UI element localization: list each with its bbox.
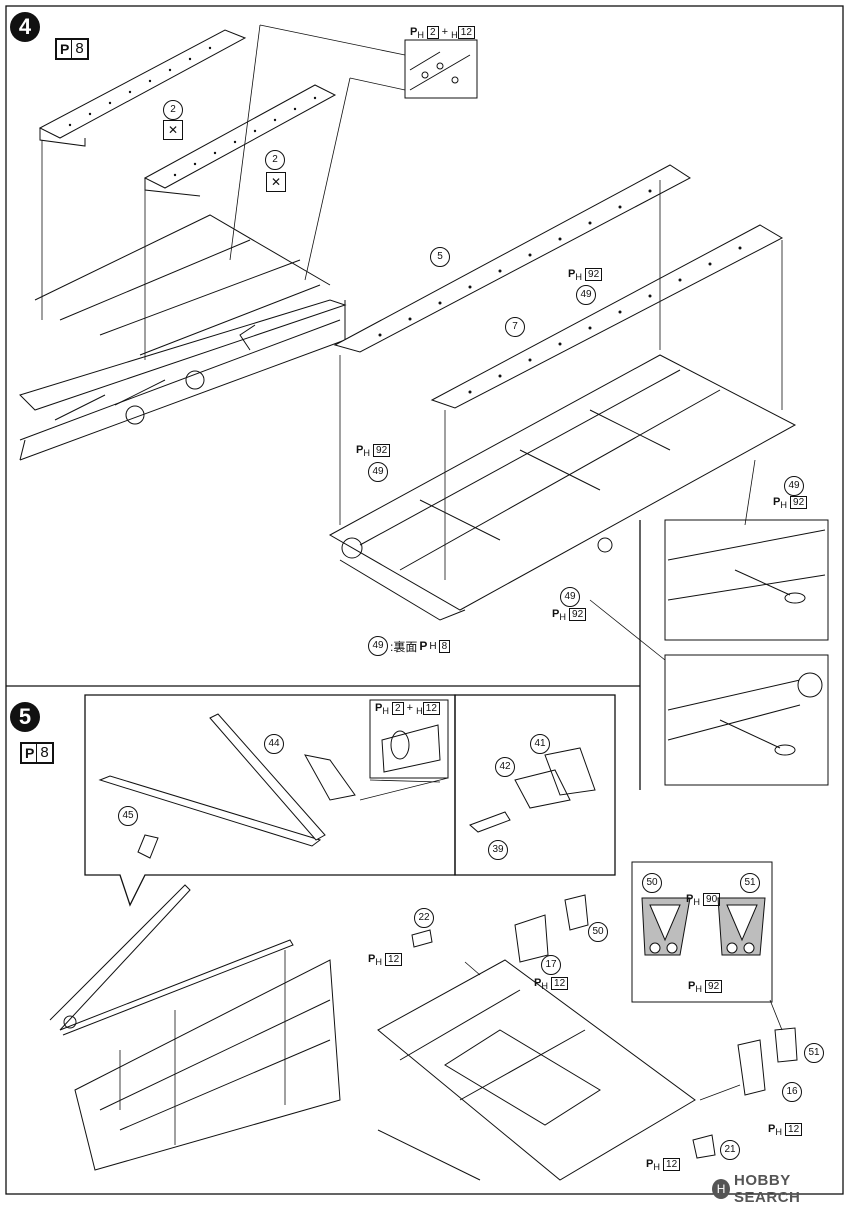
right-chassis [328,180,797,621]
part-51-label: 51 [804,1043,824,1063]
part-49-label-a: 49 [576,285,596,305]
no-glue-icon: ✕ [266,172,286,192]
part-51-label-ref: 51 [740,873,760,893]
part-39-label: 39 [488,840,508,860]
part-49-note-number: 49 [368,636,388,656]
ph-12-number: 12 [785,1123,803,1136]
paint-badge-icon: P [60,41,70,57]
ph-92-label-b: PH 92 [356,444,391,458]
deck-holes-right [378,189,742,394]
underside-note-ph: 8 [438,639,451,653]
leaders-step5 [359,777,783,1031]
ph-92-label-ref: PH 92 [688,980,723,994]
step5-zoom-frame [84,694,616,907]
detail-inset-lower [664,654,829,786]
left-chassis [19,214,347,461]
ph-92-number: 92 [569,608,587,621]
part-16-label: 16 [782,1082,802,1102]
glue-ph-number: 2 [427,26,439,39]
lower-right-chassis [377,924,741,1181]
ph-90-number: 90 [703,893,721,906]
lower-left-chassis [49,884,341,1171]
glue-h-number: 12 [422,702,440,715]
part-50-label: 50 [588,922,608,942]
part-45-label: 45 [118,806,138,826]
step-5-number: 5 [10,702,40,732]
ph-12-label-a: PH 12 [368,953,403,967]
detail-box-5 [369,699,449,779]
ph-92-number: 92 [585,268,603,281]
ph-92-label-c: PH 92 [773,496,808,510]
part-2-label-b: 2 [265,150,285,170]
watermark-text: HOBBY SEARCH [734,1172,801,1206]
ph-92-label-d: PH 92 [552,608,587,622]
part-22-label: 22 [414,908,434,928]
part-50-label-ref: 50 [642,873,662,893]
ph-12-number: 12 [551,977,569,990]
paint-badge-icon: P [25,745,35,761]
leaders-step4 [41,24,406,360]
leaders-step4-right [589,459,756,661]
ph-12-number: 12 [385,953,403,966]
watermark: H HOBBY SEARCH [712,1172,849,1206]
step-4-number: 4 [10,12,40,42]
ph-92-label-a: PH 92 [568,268,603,282]
ph-12-label-c: PH 12 [768,1123,803,1137]
glue-ph-number: 2 [392,702,404,715]
part-42-label: 42 [495,757,515,777]
deck-holes-left [68,46,317,177]
part-41-label: 41 [530,734,550,754]
paint-badge-number: 8 [36,744,49,762]
no-glue-icon: ✕ [163,120,183,140]
part-2-label-a: 2 [163,100,183,120]
hobby-search-logo-icon: H [712,1179,731,1199]
bracket-parts [411,894,798,1159]
part-49-label-c: 49 [784,476,804,496]
part-21-label: 21 [720,1140,740,1160]
ph-92-number: 92 [790,496,808,509]
part-7-label: 7 [505,317,525,337]
detail-inset-upper [664,519,829,641]
ph-12-number: 12 [663,1158,681,1171]
tow-bar-parts [98,713,356,859]
right-deck-5 [333,164,691,353]
underside-note-text: :裏面 [390,639,418,654]
part-49-label-b: 49 [368,462,388,482]
right-deck-7 [430,224,784,409]
ph-92-number: 92 [705,980,723,993]
paint-badge-number: 8 [71,40,84,58]
part-49-label-d: 49 [560,587,580,607]
ph-92-number: 92 [373,444,391,457]
step-frames [5,5,844,1195]
ph-12-label-d: PH 12 [646,1158,681,1172]
detail-box-4 [404,39,478,99]
part-17-label: 17 [541,955,561,975]
ph-12-label-b: PH 12 [534,977,569,991]
paint-badge-step4: P 8 [55,38,89,60]
hitch-parts [469,747,596,833]
glue-h-number: 12 [457,26,475,39]
part-5-label: 5 [430,247,450,267]
part-44-label: 44 [264,734,284,754]
ph-90-label: PH 90 [686,893,721,907]
paint-badge-step5: P 8 [20,742,54,764]
